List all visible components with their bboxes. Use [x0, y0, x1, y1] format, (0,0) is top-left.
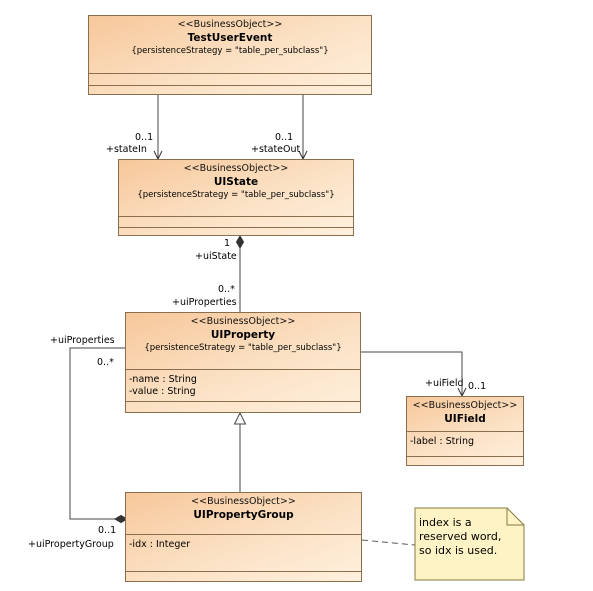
attribute-value: -value : String [129, 386, 196, 397]
attributes-compartment: -label : String [407, 431, 523, 456]
attributes-compartment: -name : String -value : String [126, 369, 360, 401]
composition-group-properties [69, 347, 125, 520]
class-name-ui-property-group: UIPropertyGroup [193, 509, 294, 521]
role-ui-properties: +uiProperties [172, 297, 237, 308]
role-state-out: +stateOut [251, 144, 301, 155]
class-name-ui-field: UIField [444, 413, 486, 425]
multiplicity-state-out: 0..1 [275, 132, 294, 143]
class-header: <<BusinessObject>> UIPropertyGroup [126, 493, 361, 534]
stereotype-label: <<BusinessObject>> [183, 163, 289, 174]
note-line-2: reserved word, [419, 530, 502, 543]
composition-diamond-group [114, 514, 128, 524]
association-ui-field [360, 351, 462, 396]
multiplicity-state-in: 0..1 [135, 132, 154, 143]
role-group-properties: +uiProperties [50, 335, 115, 346]
role-ui-property-group: +uiPropertyGroup [28, 539, 114, 550]
role-state-in: +stateIn [106, 144, 147, 155]
multiplicity-ui-field: 0..1 [468, 381, 487, 392]
note[interactable]: index is a reserved word, so idx is used… [415, 508, 524, 580]
tagged-value: {persistenceStrategy = "table_per_subcla… [137, 190, 335, 200]
class-ui-property-group[interactable]: <<BusinessObject>> UIPropertyGroup -idx … [125, 492, 362, 582]
multiplicity-group-properties: 0..* [97, 357, 114, 368]
tagged-value: {persistenceStrategy = "table_per_subcla… [144, 343, 342, 353]
attribute-name: -name : String [129, 374, 197, 385]
operations-compartment [407, 456, 523, 468]
note-shape [414, 507, 525, 581]
role-ui-state: +uiState [195, 251, 237, 262]
class-test-user-event[interactable]: <<BusinessObject>> TestUserEvent {persis… [88, 15, 372, 95]
attributes-compartment [119, 216, 353, 227]
stereotype-label: <<BusinessObject>> [177, 19, 283, 30]
stereotype-label: <<BusinessObject>> [191, 496, 296, 507]
operations-compartment [89, 85, 371, 97]
tagged-value: {persistenceStrategy = "table_per_subcla… [131, 46, 329, 56]
attribute-label: -label : String [410, 436, 474, 447]
class-ui-property[interactable]: <<BusinessObject>> UIProperty {persisten… [125, 312, 361, 413]
class-name-ui-state: UIState [213, 176, 259, 188]
class-name-ui-property: UIProperty [210, 329, 276, 341]
class-ui-field[interactable]: <<BusinessObject>> UIField -label : Stri… [406, 396, 524, 466]
attributes-compartment: -idx : Integer [126, 534, 361, 571]
attribute-idx: -idx : Integer [129, 539, 191, 550]
multiplicity-ui-property-group: 0..1 [98, 525, 117, 536]
operations-compartment [126, 401, 360, 415]
role-ui-field: +uiField [425, 378, 464, 389]
class-header: <<BusinessObject>> UIProperty {persisten… [126, 313, 360, 369]
note-line-3: so idx is used. [419, 544, 498, 557]
class-name-test-user-event: TestUserEvent [187, 32, 273, 44]
stereotype-label: <<BusinessObject>> [412, 400, 518, 411]
class-header: <<BusinessObject>> UIField [407, 397, 523, 431]
class-header: <<BusinessObject>> UIState {persistenceS… [119, 160, 353, 216]
note-anchor-line [361, 539, 416, 546]
generalization-triangle [233, 411, 247, 425]
note-line-1: index is a [419, 516, 472, 529]
attributes-compartment [89, 73, 371, 85]
stereotype-label: <<BusinessObject>> [190, 316, 296, 327]
class-ui-state[interactable]: <<BusinessObject>> UIState {persistenceS… [118, 159, 354, 236]
note-text: index is a reserved word, so idx is used… [419, 516, 501, 558]
multiplicity-ui-state: 1 [224, 238, 231, 249]
composition-diamond-ui-state [235, 235, 245, 249]
multiplicity-ui-properties: 0..* [218, 284, 235, 295]
operations-compartment [119, 227, 353, 238]
class-header: <<BusinessObject>> TestUserEvent {persis… [89, 16, 371, 73]
operations-compartment [126, 571, 361, 584]
